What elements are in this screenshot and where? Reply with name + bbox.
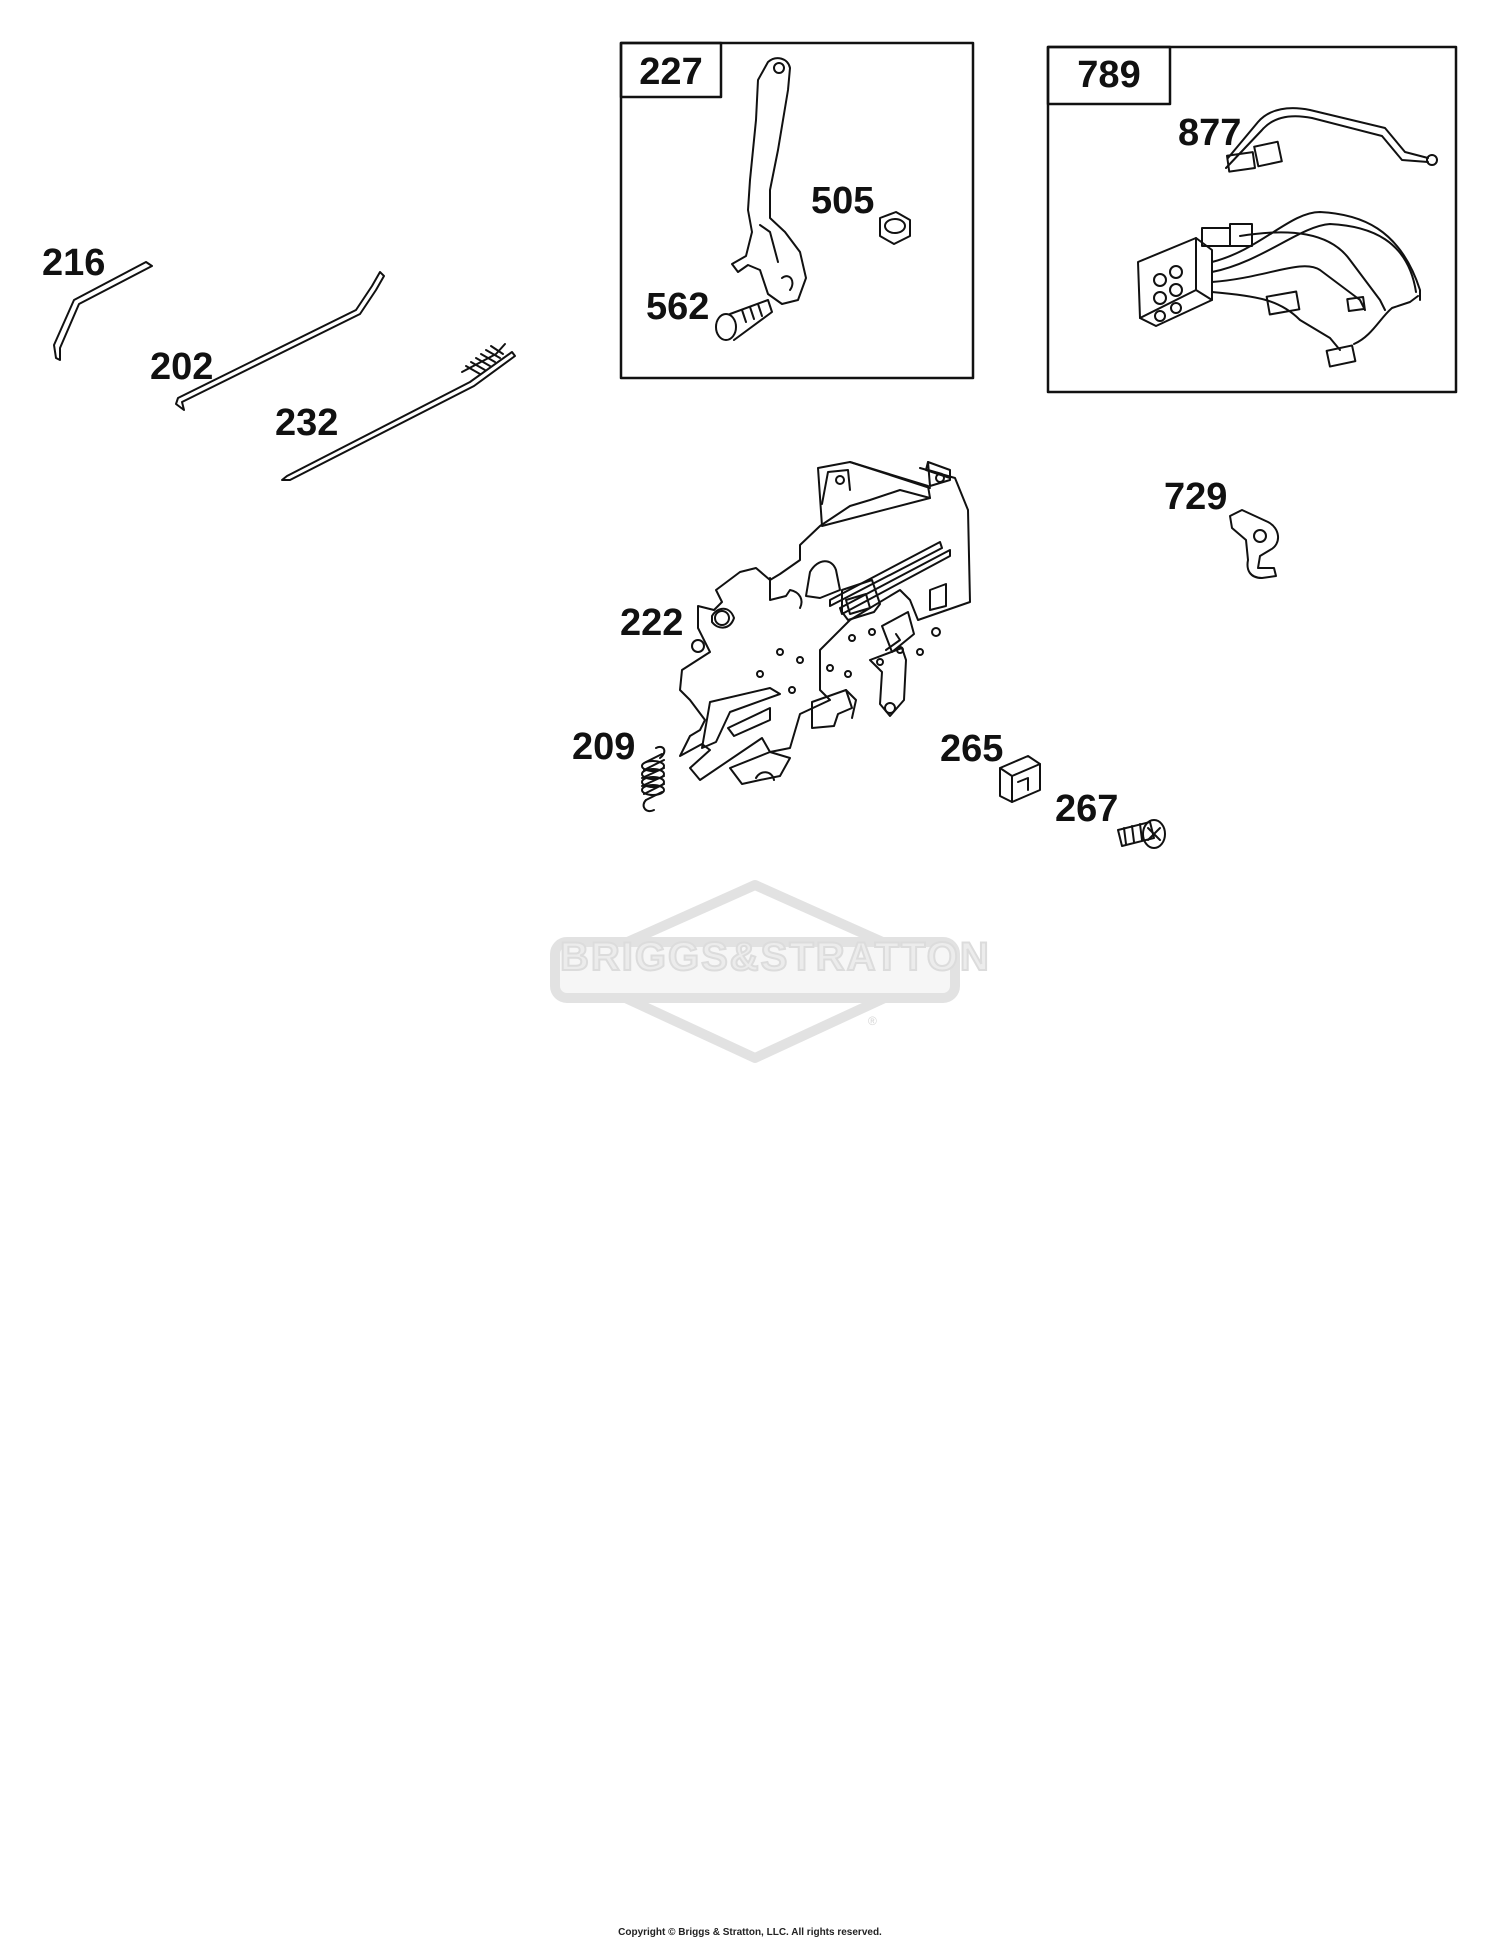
watermark-logo xyxy=(550,880,960,1063)
part-877-wire xyxy=(1225,107,1438,173)
callout-267: 267 xyxy=(1055,788,1119,830)
part-202-link xyxy=(175,271,385,411)
callout-729: 729 xyxy=(1164,476,1228,518)
part-232-spring-rod xyxy=(281,343,516,481)
part-216-rod xyxy=(53,261,153,361)
callout-202: 202 xyxy=(150,346,214,388)
kit-box-227-label-frame xyxy=(619,41,723,99)
part-562-screw xyxy=(715,299,773,341)
part-267-screw xyxy=(1117,819,1166,849)
part-789-harness xyxy=(1137,211,1421,368)
kit-box-789 xyxy=(1046,45,1458,394)
part-222-bracket xyxy=(679,461,971,785)
part-209-spring xyxy=(641,746,666,812)
callout-562: 562 xyxy=(646,286,710,328)
callout-505: 505 xyxy=(811,180,875,222)
callout-209: 209 xyxy=(572,726,636,768)
callout-222: 222 xyxy=(620,602,684,644)
part-729-clip xyxy=(1229,509,1279,579)
kit-label-789: 789 xyxy=(1077,54,1141,96)
callout-265: 265 xyxy=(940,728,1004,770)
copyright-footer: Copyright © Briggs & Stratton, LLC. All … xyxy=(618,1927,882,1938)
kit-box-227 xyxy=(619,41,975,380)
kit-box-789-label-frame xyxy=(1046,45,1172,106)
kit-label-227: 227 xyxy=(639,51,703,93)
callout-216: 216 xyxy=(42,242,106,284)
callout-877: 877 xyxy=(1178,112,1242,154)
callout-232: 232 xyxy=(275,402,339,444)
watermark-registered-mark: ® xyxy=(868,1014,877,1028)
part-265-clip xyxy=(999,755,1041,803)
part-505-nut xyxy=(879,211,911,245)
part-227-lever xyxy=(731,57,807,305)
watermark-brand: BRIGGS&STRATTON xyxy=(559,934,991,980)
